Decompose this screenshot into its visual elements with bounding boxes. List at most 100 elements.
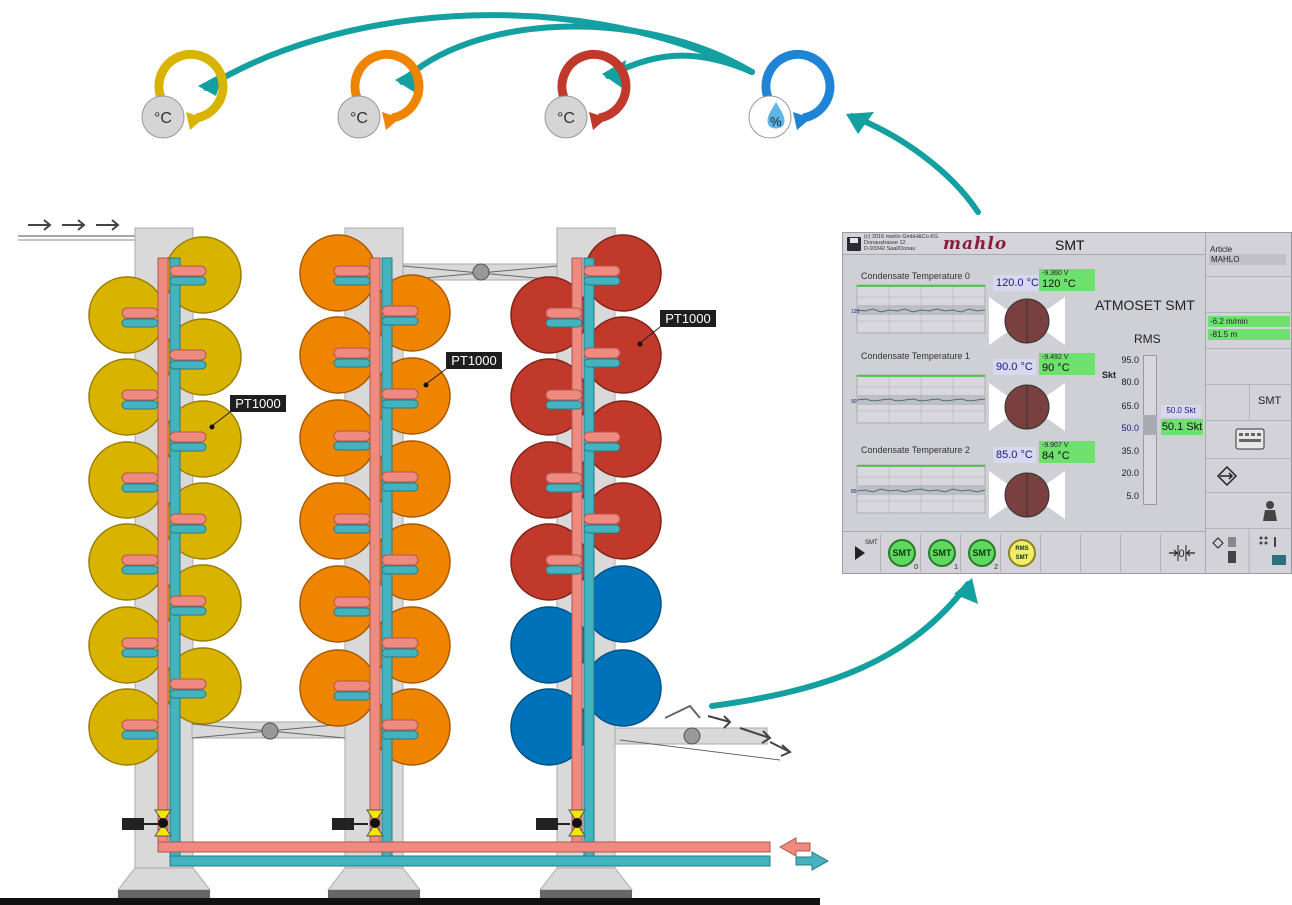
login-button[interactable] [1206,459,1292,493]
temperature-cycle-icon: °C [141,49,228,139]
copyright: (c) 2016 mahlo GmbH&Co.KG Donaustrasse 1… [864,234,938,252]
svg-text:0: 0 [1179,548,1185,560]
zero-calibrate-button[interactable]: 0 [1163,534,1201,572]
voltage-value: -9.492 V [1042,354,1069,361]
pt1000-label: PT1000 [235,396,281,411]
signal-arrows [203,12,981,709]
side-empty [1206,277,1292,313]
svg-text:°C: °C [350,110,368,127]
temperature-setpoint[interactable]: 90.0 °C [993,359,1036,375]
section-label: Condensate Temperature 0 [861,271,970,281]
pt1000-sensor: PT1000 [637,310,716,347]
temperature-value: 120 °C [1042,278,1076,290]
rms-band [1143,415,1157,435]
smt-index: 2 [994,564,998,571]
play-icon [855,546,865,560]
fabric-input-arrows [18,219,150,241]
save-icon[interactable] [847,237,861,251]
toolbar-empty-button[interactable] [1043,534,1081,572]
copyright-line: D-93342 Saal/Donau [864,246,916,252]
svg-text:%: % [770,114,782,129]
smt-0-button[interactable]: SMT 0 [883,534,921,572]
mahlo-logo: mahlo [943,234,1008,254]
scale-tick: 50.0 [1121,423,1139,433]
start-smt-button[interactable]: SMT [843,534,881,572]
valve-indicator [989,471,1065,519]
operator-button[interactable] [1206,493,1292,529]
unit-label: Skt [1102,370,1117,380]
zero-calibrate-icon: 0 [1169,545,1195,561]
smt-2-button[interactable]: SMT 2 [963,534,1001,572]
length-value: -81.5 m [1208,329,1290,340]
pt1000-label: PT1000 [451,353,497,368]
temperature-measurement: -9.492 V 90 °C [1039,353,1095,375]
pt1000-sensor: PT1000 [423,352,502,388]
smt-icon: SMT [888,539,916,567]
axis-tick: 85 [851,489,857,495]
temperature-setpoint[interactable]: 85.0 °C [993,447,1036,463]
speed-value: -6.2 m/min [1208,316,1290,327]
trend-chart: 85 [851,464,986,514]
rms-measurement: 50.1 Skt [1161,419,1203,435]
toolbar-empty-button[interactable] [1083,534,1121,572]
keyboard-button[interactable] [1206,421,1292,459]
login-icon [1216,465,1238,487]
article-box[interactable]: Article MAHLO [1206,233,1292,277]
hmi-header: (c) 2016 mahlo GmbH&Co.KG Donaustrasse 1… [843,233,1205,255]
smt-icon: SMT [928,539,956,567]
cooling-cylinder [510,565,662,766]
svg-text:°C: °C [557,110,575,127]
side-empty [1206,349,1292,385]
page-title: SMT [1055,237,1085,253]
floor [0,898,820,905]
rms-smt-button[interactable]: RMS SMT [1003,534,1041,572]
scale-tick: 35.0 [1121,446,1139,456]
section-label: Condensate Temperature 1 [861,351,970,361]
trend-chart: 90 [851,374,986,424]
voltage-value: -9.360 V [1042,270,1069,277]
output-arrows [664,704,792,757]
temperature-cycle-icon: °C [337,49,424,139]
pt1000-label: PT1000 [665,311,711,326]
pt1000-sensor: PT1000 [209,395,286,430]
temperature-measurement: -9.907 V 84 °C [1039,441,1095,463]
start-label: SMT [865,540,878,546]
scale-tick: 80.0 [1121,377,1139,387]
article-value: MAHLO [1209,254,1286,265]
atmoset-title: ATMOSET SMT [1095,297,1195,313]
rms-scale: 95.0 80.0 65.0 50.0 35.0 20.0 5.0 [1109,351,1159,511]
keyboard-icon [1235,428,1265,450]
side-smt-button[interactable]: SMT [1206,385,1292,421]
voltage-value: -9.907 V [1042,442,1069,449]
temperature-cycle-icon: °C [544,49,631,139]
menu-button[interactable] [1206,529,1292,573]
axis-tick: 90 [851,399,857,405]
operator-icon [1263,501,1277,521]
temperature-value: 90 °C [1042,362,1070,374]
copyright-line: (c) 2016 mahlo GmbH&Co.KG [864,234,939,240]
rms-label: RMS [1134,332,1161,346]
scale-tick: 5.0 [1126,491,1139,501]
valve-indicator [989,383,1065,431]
copyright-line: Donaustrasse 12 [864,240,906,246]
scale-tick: 20.0 [1121,468,1139,478]
rms-smt-icon: RMS SMT [1008,539,1036,567]
rms-setpoint[interactable]: 50.0 Skt [1161,405,1201,417]
hmi-sidebar: Article MAHLO -6.2 m/min -81.5 m SMT [1205,233,1292,573]
smt-index: 1 [954,564,958,571]
control-valve [122,809,586,837]
settings-icon [1212,529,1286,573]
smt-control-panel: (c) 2016 mahlo GmbH&Co.KG Donaustrasse 1… [842,232,1292,574]
smt-1-button[interactable]: SMT 1 [923,534,961,572]
hmi-main-area: (c) 2016 mahlo GmbH&Co.KG Donaustrasse 1… [843,233,1205,531]
toolbar-empty-button[interactable] [1123,534,1161,572]
cylinder-connectors [121,265,621,740]
smt-icon: SMT [968,539,996,567]
scale-tick: 65.0 [1121,401,1139,411]
pipes [157,257,830,871]
temperature-value: 84 °C [1042,450,1070,462]
valve-indicator [989,297,1065,345]
scale-tick: 95.0 [1121,355,1139,365]
temperature-setpoint[interactable]: 120.0 °C [993,275,1042,291]
